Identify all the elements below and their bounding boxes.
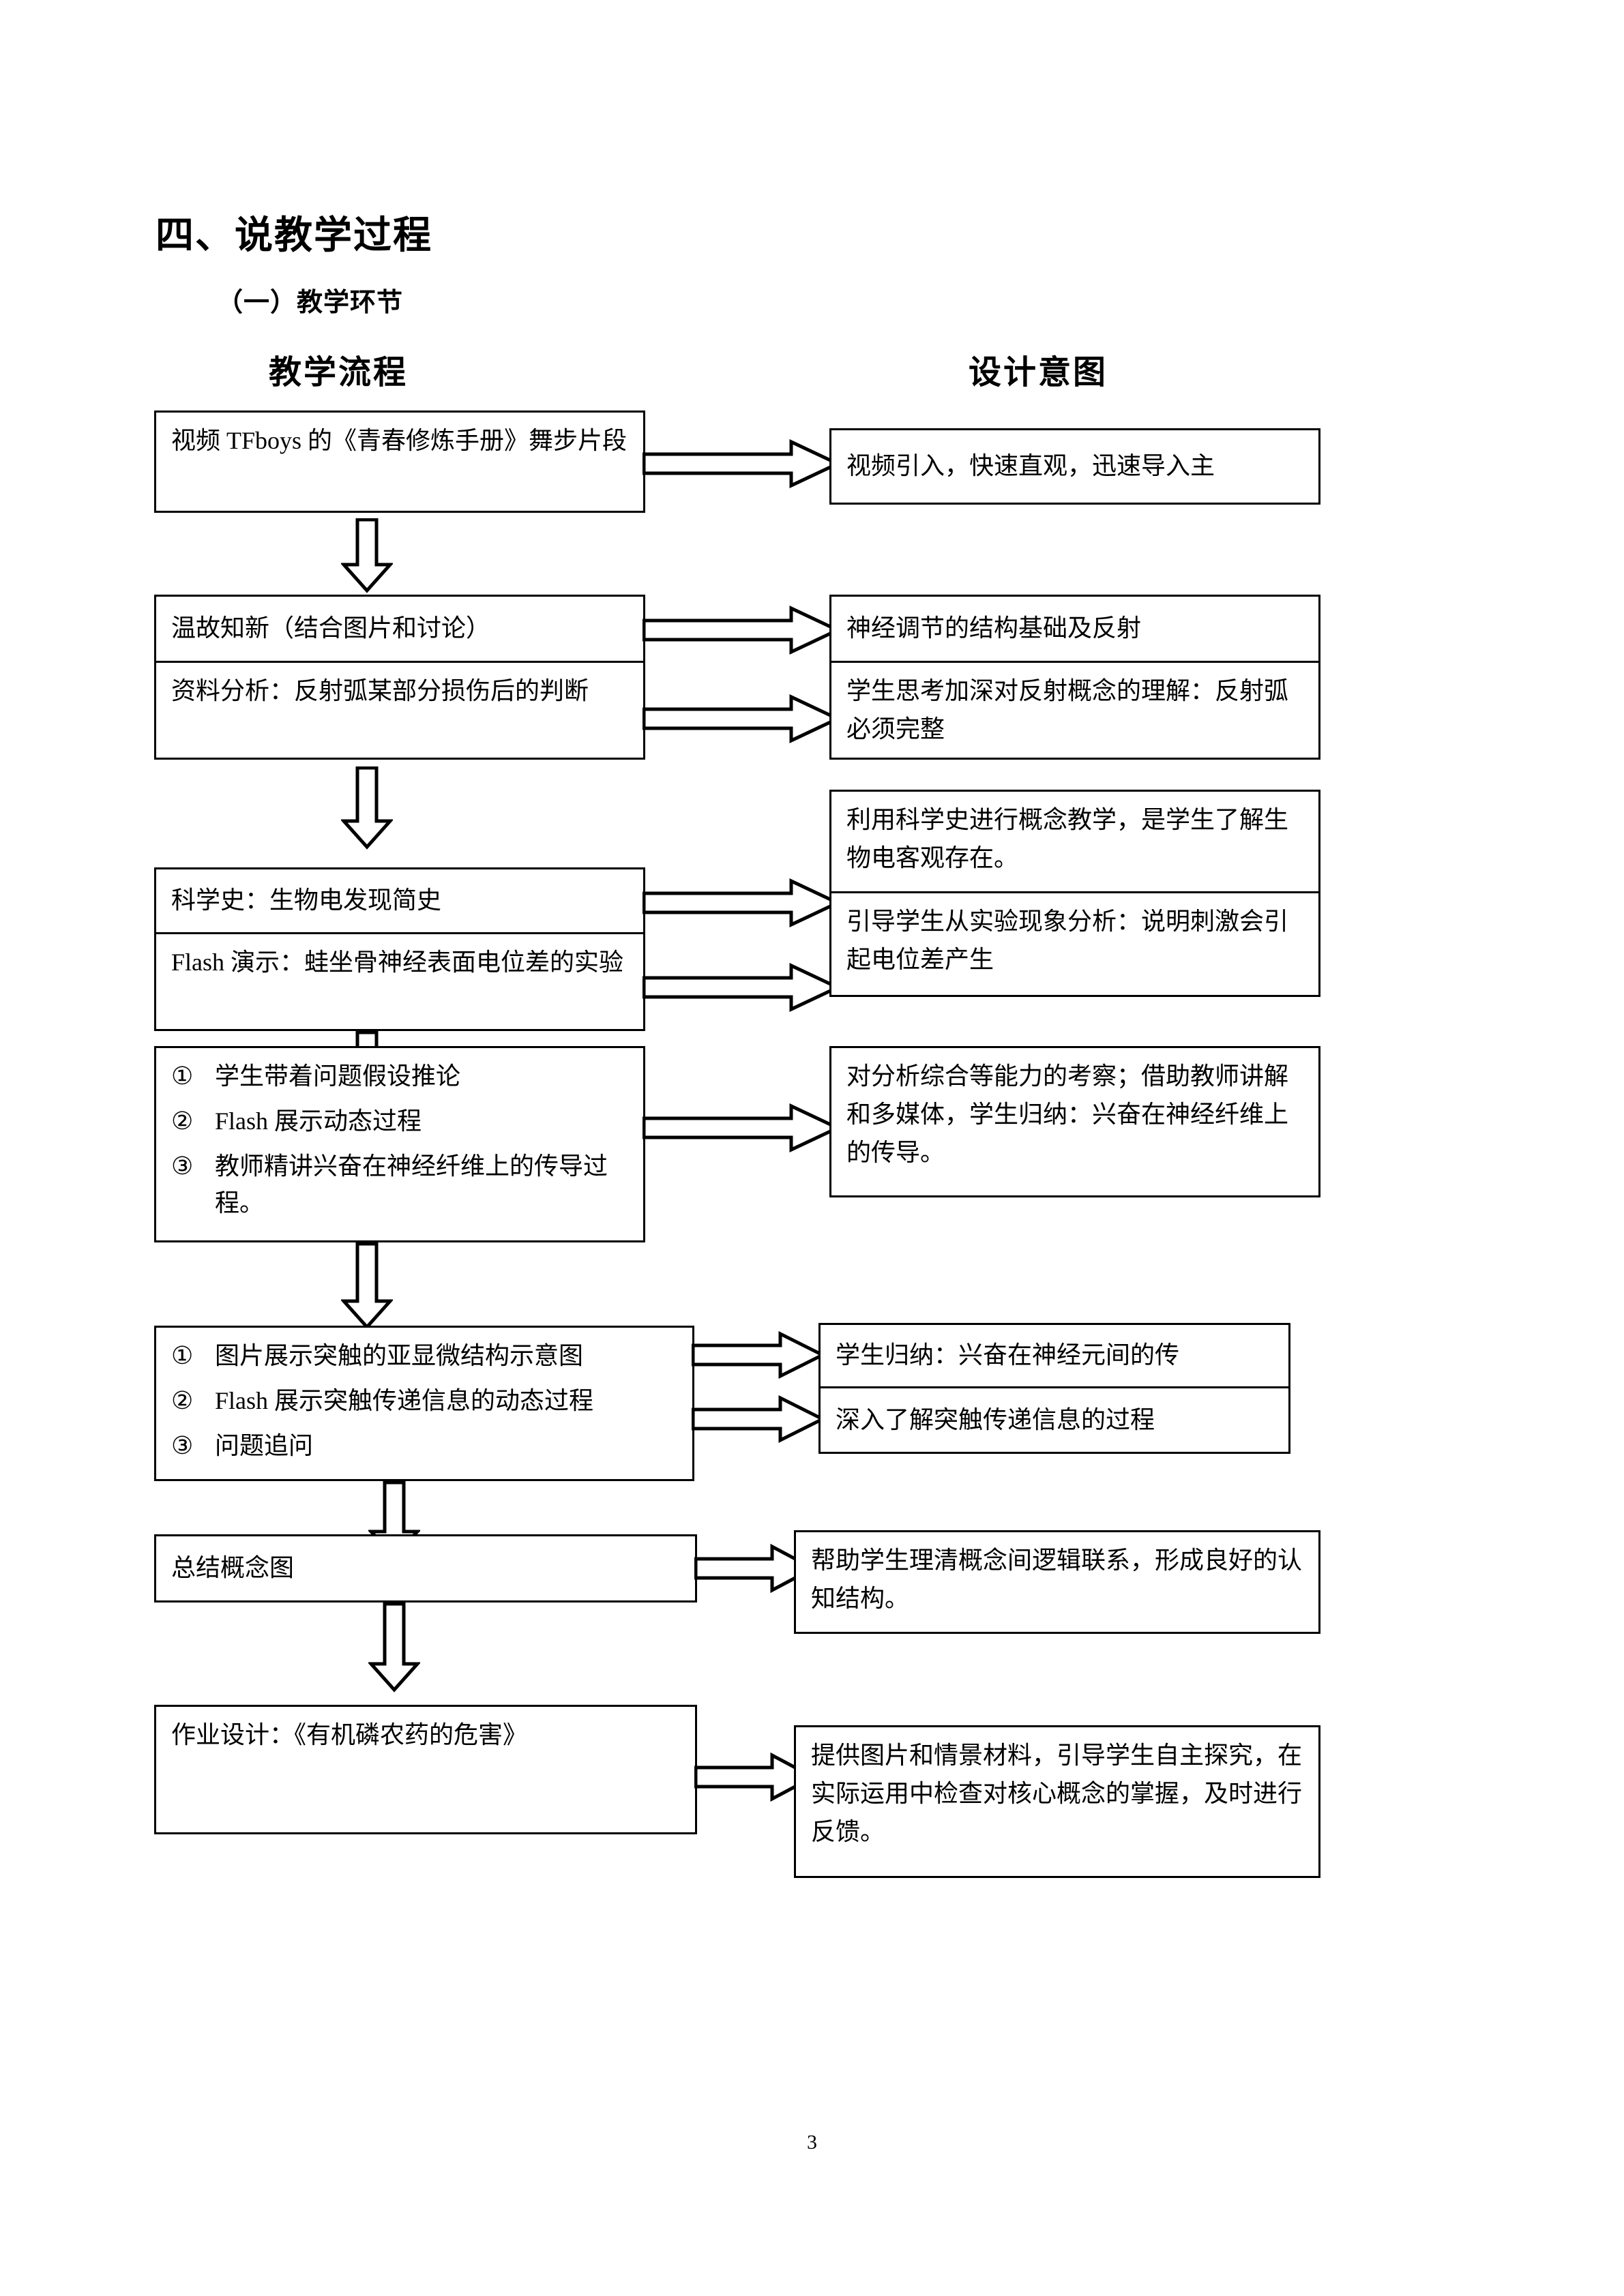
right-block-arrow-step5-top <box>692 1331 825 1379</box>
flow-box-step2-left-top: 温故知新（结合图片和讨论） <box>154 595 645 663</box>
right-block-arrow-step6 <box>694 1544 816 1593</box>
flow-box-step6-left-text: 总结概念图 <box>171 1554 295 1582</box>
flow-box-step2-left-bottom-text: 资料分析：反射弧某部分损伤后的判断 <box>171 677 589 704</box>
flow-box-step5-right-bottom-text: 深入了解突触传递信息的过程 <box>836 1405 1155 1433</box>
list-item: ② Flash 展示动态过程 <box>171 1103 630 1141</box>
page-number: 3 <box>807 2131 817 2153</box>
flow-box-step6-right: 帮助学生理清概念间逻辑联系，形成良好的认知结构。 <box>794 1530 1320 1634</box>
list-item: ③ 问题追问 <box>171 1427 593 1465</box>
flow-box-step7-right-text: 提供图片和情景材料，引导学生自主探究，在实际运用中检查对核心概念的掌握，及时进行… <box>811 1742 1303 1845</box>
right-block-arrow-step3-bottom <box>643 963 840 1012</box>
flow-box-step3-left-top-text: 科学史：生物电发现简史 <box>171 886 442 914</box>
flow-box-step5-left: ① 图片展示突触的亚显微结构示意图 ② Flash 展示突触传递信息的动态过程 … <box>154 1326 694 1481</box>
right-block-arrow-step1 <box>643 439 840 488</box>
list-marker: ② <box>171 1386 194 1414</box>
flow-box-step3-left-bottom-text: Flash 演示：蛙坐骨神经表面电位差的实验 <box>171 949 624 976</box>
list-item-text: 学生带着问题假设推论 <box>215 1062 461 1090</box>
column-header-right: 设计意图 <box>969 355 1108 391</box>
flow-box-step1-right: 视频引入，快速直观，迅速导入主 <box>829 428 1320 505</box>
flow-box-step2-right-bottom-text: 学生思考加深对反射概念的理解：反射弧必须完整 <box>846 677 1289 743</box>
flow-box-step4-right-text: 对分析综合等能力的考察；借助教师讲解和多媒体，学生归纳：兴奋在神经纤维上的传导。 <box>846 1062 1289 1166</box>
list-marker: ③ <box>171 1152 194 1180</box>
list-item: ② Flash 展示突触传递信息的动态过程 <box>171 1382 593 1420</box>
sub-heading: （一）教学环节 <box>217 288 404 317</box>
flow-box-step3-right-top-text: 利用科学史进行概念教学，是学生了解生物电客观存在。 <box>846 806 1289 871</box>
list-item-text: 问题追问 <box>215 1431 314 1459</box>
flow-box-step3-right-bottom: 引导学生从实验现象分析：说明刺激会引起电位差产生 <box>829 893 1320 997</box>
right-block-arrow-step2-bottom <box>643 694 840 743</box>
down-block-arrow-2 <box>341 766 393 850</box>
flow-box-step3-right-top: 利用科学史进行概念教学，是学生了解生物电客观存在。 <box>829 790 1320 893</box>
list-marker: ③ <box>171 1431 194 1459</box>
flow-box-step5-right-top: 学生归纳：兴奋在神经元间的传 <box>818 1323 1290 1388</box>
right-block-arrow-step4 <box>643 1103 840 1152</box>
flow-box-step3-right-bottom-text: 引导学生从实验现象分析：说明刺激会引起电位差产生 <box>846 908 1289 973</box>
list-item: ① 学生带着问题假设推论 <box>171 1058 630 1096</box>
flow-box-step5-right-top-text: 学生归纳：兴奋在神经元间的传 <box>836 1341 1180 1369</box>
list-item: ① 图片展示突触的亚显微结构示意图 <box>171 1337 593 1375</box>
right-block-arrow-step3-top <box>643 878 840 927</box>
list-marker: ① <box>171 1342 194 1369</box>
flow-box-step4-left: ① 学生带着问题假设推论 ② Flash 展示动态过程 ③ 教师精讲兴奋在神经纤… <box>154 1046 645 1242</box>
list-marker: ① <box>171 1062 194 1090</box>
flow-box-step7-left-text: 作业设计：《有机磷农药的危害》 <box>171 1721 528 1748</box>
list-marker: ② <box>171 1107 194 1135</box>
flow-box-step4-left-list: ① 学生带着问题假设推论 ② Flash 展示动态过程 ③ 教师精讲兴奋在神经纤… <box>171 1058 630 1221</box>
flow-box-step2-left-bottom: 资料分析：反射弧某部分损伤后的判断 <box>154 663 645 760</box>
section-heading: 四、说教学过程 <box>156 215 432 257</box>
right-block-arrow-step2-top <box>643 606 840 655</box>
list-item-text: Flash 展示动态过程 <box>215 1107 422 1135</box>
right-block-arrow-step7 <box>694 1753 816 1802</box>
flow-box-step6-left: 总结概念图 <box>154 1534 697 1602</box>
column-header-left: 教学流程 <box>269 355 409 391</box>
flow-box-step5-left-list: ① 图片展示突触的亚显微结构示意图 ② Flash 展示突触传递信息的动态过程 … <box>171 1337 593 1465</box>
down-block-arrow-4 <box>341 1242 393 1330</box>
flow-box-step2-right-top-text: 神经调节的结构基础及反射 <box>846 614 1142 642</box>
flow-box-step1-right-text: 视频引入，快速直观，迅速导入主 <box>846 452 1215 480</box>
list-item-text: 图片展示突触的亚显微结构示意图 <box>215 1342 584 1369</box>
flow-box-step2-left-top-text: 温故知新（结合图片和讨论） <box>171 614 491 642</box>
flow-box-step4-right: 对分析综合等能力的考察；借助教师讲解和多媒体，学生归纳：兴奋在神经纤维上的传导。 <box>829 1046 1320 1197</box>
flow-box-step6-right-text: 帮助学生理清概念间逻辑联系，形成良好的认知结构。 <box>811 1547 1303 1612</box>
flow-box-step1-left: 视频 TFboys 的《青春修炼手册》舞步片段 <box>154 411 645 513</box>
flow-box-step3-left-top: 科学史：生物电发现简史 <box>154 867 645 934</box>
down-block-arrow-6 <box>368 1602 420 1693</box>
flow-box-step2-right-bottom: 学生思考加深对反射概念的理解：反射弧必须完整 <box>829 663 1320 760</box>
flow-box-step3-left-bottom: Flash 演示：蛙坐骨神经表面电位差的实验 <box>154 934 645 1031</box>
down-block-arrow-1 <box>341 518 393 593</box>
list-item-text: 教师精讲兴奋在神经纤维上的传导过程。 <box>215 1152 608 1217</box>
list-item: ③ 教师精讲兴奋在神经纤维上的传导过程。 <box>171 1148 630 1221</box>
flow-box-step7-left: 作业设计：《有机磷农药的危害》 <box>154 1705 697 1834</box>
right-block-arrow-step5-bottom <box>692 1395 825 1443</box>
list-item-text: Flash 展示突触传递信息的动态过程 <box>215 1386 594 1414</box>
flow-box-step2-right-top: 神经调节的结构基础及反射 <box>829 595 1320 663</box>
flow-box-step5-right-bottom: 深入了解突触传递信息的过程 <box>818 1388 1290 1454</box>
flow-box-step7-right: 提供图片和情景材料，引导学生自主探究，在实际运用中检查对核心概念的掌握，及时进行… <box>794 1725 1320 1878</box>
flow-box-step1-left-text: 视频 TFboys 的《青春修炼手册》舞步片段 <box>171 427 628 454</box>
